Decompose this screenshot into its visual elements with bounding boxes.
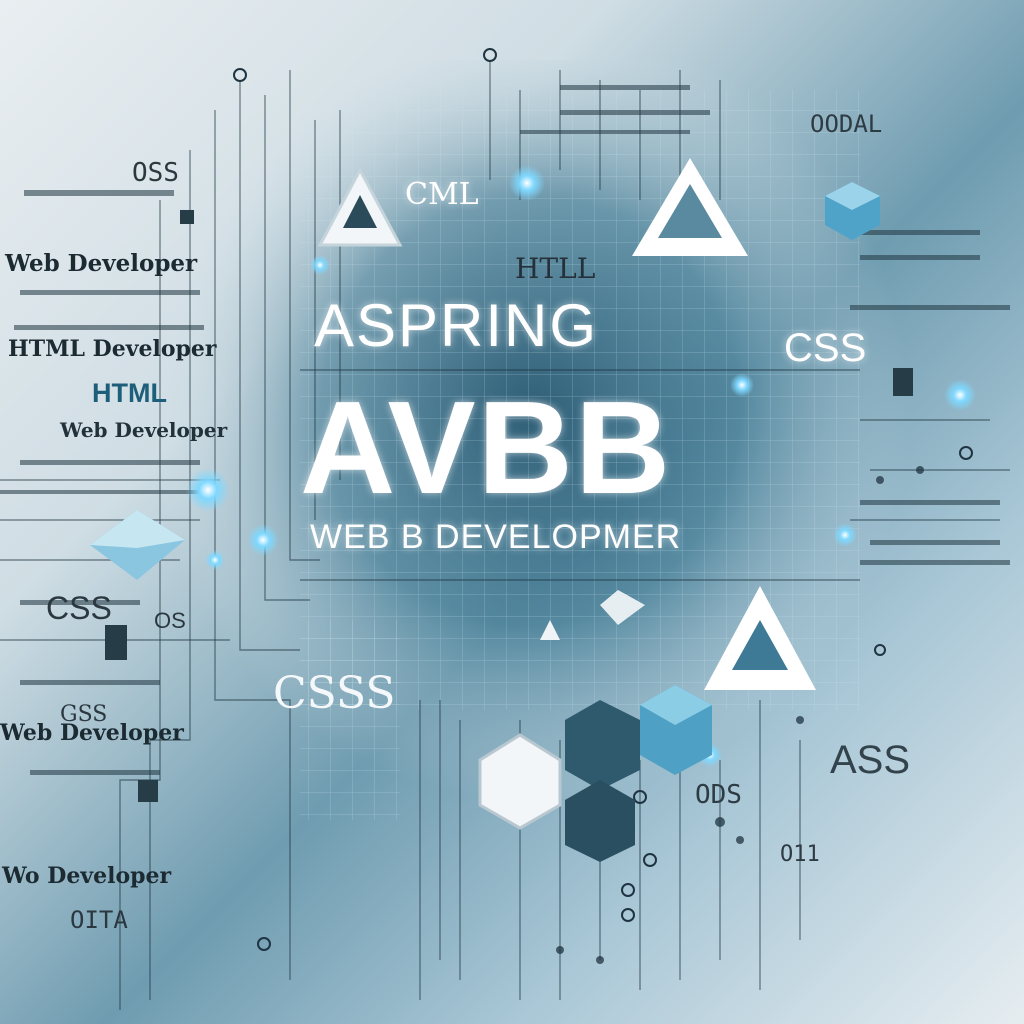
headline-sub: WEB B DEVELOPMER: [310, 518, 682, 556]
left-css: CSS: [46, 590, 112, 626]
left-os: OS: [154, 608, 186, 633]
left-html-developer: HTML Developer: [8, 336, 217, 362]
label-ass: ASS: [830, 738, 911, 782]
left-oita: OITA: [70, 906, 128, 934]
code-scribbles: [0, 85, 1010, 775]
left-web-developer-3: Web Developer: [0, 720, 184, 746]
label-htll: HTLL: [515, 252, 596, 285]
left-wo-developer: Wo Developer: [2, 863, 172, 889]
label-cml: CML: [405, 177, 479, 212]
label-csss: CSSS: [273, 668, 396, 719]
label-oodal: OODAL: [810, 110, 883, 138]
right-o11: O11: [780, 842, 820, 867]
headline-main: AVBB: [300, 374, 673, 521]
circuit-lines: [0, 60, 1010, 1010]
label-css-right: CSS: [784, 326, 867, 370]
left-gss: GSS: [60, 702, 108, 727]
cube-icons: [90, 182, 880, 862]
headline-top: ASPRING: [314, 292, 599, 359]
left-html: HTML: [92, 378, 167, 408]
triangle-icons: [317, 158, 816, 690]
circuit-nodes: [233, 48, 973, 964]
left-web-developer-2: Web Developer: [60, 418, 228, 442]
left-oss: OSS: [132, 158, 179, 188]
right-ods: ODS: [695, 780, 742, 810]
square-chips: [105, 210, 913, 802]
left-web-developer-1: Web Developer: [5, 250, 198, 277]
